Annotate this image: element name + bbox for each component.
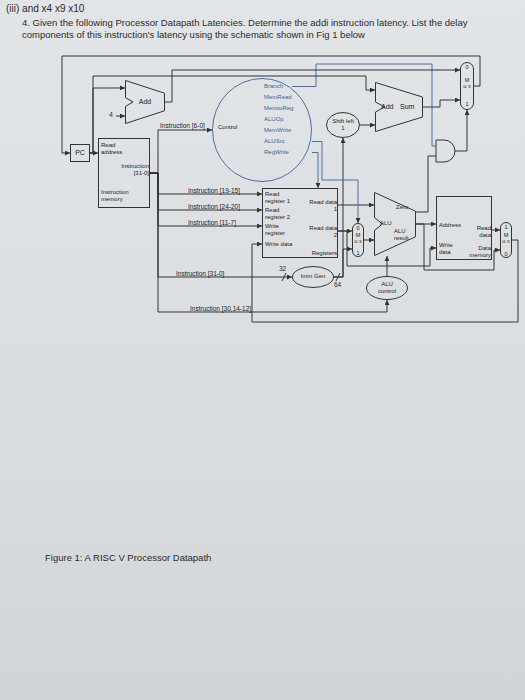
wire-label: Instruction [19-15]: [188, 187, 240, 194]
control-unit: Control BranchMemReadMemtoRegALUOpMemWrit…: [212, 78, 312, 182]
datapath-wire: [150, 173, 387, 312]
bus-width: 64: [334, 281, 348, 288]
alu-control: ALU control: [366, 276, 408, 300]
component-label: Write data: [265, 241, 293, 248]
datapath-wire: [165, 70, 460, 102]
data-memory: AddressRead dataWrite dataData memory: [436, 196, 492, 260]
shift-unit: Shift left 1: [326, 112, 360, 138]
immediate-generator-shape: [293, 267, 334, 288]
component-label: M u x: [502, 232, 510, 244]
component-label: MemWrite: [264, 127, 310, 134]
datapath-wire: [150, 173, 262, 194]
component-label: PC: [71, 149, 89, 156]
component-label: Data memory: [463, 245, 491, 259]
datapath-wire: [364, 240, 374, 241]
zero-wire: [416, 156, 436, 212]
wire-label: Instruction [6-0]: [160, 122, 205, 129]
branch-adder-shape: [376, 83, 423, 132]
component-label: Instruction memory: [101, 189, 141, 203]
program-counter: PC: [70, 144, 90, 162]
component-label: 0: [355, 225, 361, 231]
alu: ZeroALUALU result: [374, 192, 416, 256]
component-label: Zero: [396, 204, 414, 211]
datapath-wire: [312, 152, 318, 188]
multiplexer-shape: [353, 224, 364, 257]
alu-control-shape: [367, 277, 408, 300]
component-label: Control: [218, 124, 252, 131]
component-label: 1: [355, 250, 361, 256]
component-label: Add: [381, 103, 397, 110]
component-label: ALU control: [372, 281, 402, 295]
component-label: ALUSrc: [264, 138, 310, 145]
constant-value: 4: [109, 111, 119, 118]
multiplexer: 1 M u x 0: [500, 222, 512, 258]
multiplexer: 0 M u x 1: [460, 62, 474, 110]
datapath-wire: [252, 240, 518, 322]
component-label: Registers: [297, 250, 337, 257]
component-label: 0: [503, 251, 509, 257]
question-text: 4. Given the following Processor Datapat…: [22, 17, 512, 41]
alu-shape: [375, 193, 416, 256]
component-label: Read data 1: [307, 199, 337, 213]
multiplexer-shape: [501, 223, 512, 258]
component-label: Sum: [400, 103, 418, 110]
component-label: M u x: [463, 77, 471, 89]
datapath-wire: [360, 125, 375, 126]
component-label: 1: [464, 101, 470, 107]
component-label: Shift left 1: [330, 118, 356, 132]
register-file: Read register 1 Read register 2 Write regi…: [262, 188, 338, 258]
bus-width: 32: [279, 265, 293, 272]
datapath-wire: [492, 229, 500, 230]
control-unit-shape: [213, 79, 312, 182]
component-label: MemRead: [264, 94, 310, 101]
component-label: Read address: [101, 142, 129, 156]
component-label: 1: [503, 224, 509, 230]
component-label: Write data: [439, 242, 463, 256]
component-label: MemtoReg: [264, 105, 310, 112]
component-label: Write register: [265, 223, 297, 237]
datapath-wire: [416, 224, 500, 270]
shift-unit-shape: [327, 113, 360, 138]
and-gate: [436, 140, 455, 162]
component-label: Read data: [467, 225, 491, 239]
component-label: Read register 1: [265, 191, 297, 205]
branch-adder: AddSum: [375, 82, 423, 132]
adder: Add: [125, 80, 165, 124]
component-label: ALUOp: [264, 116, 310, 123]
multiplexer-shape: [461, 63, 474, 110]
component-label: Imm Gen: [298, 273, 328, 280]
component-label: Add: [133, 98, 157, 105]
datapath-wire: [90, 76, 375, 153]
component-label: Branch: [264, 83, 310, 90]
component-label: Read register 2: [265, 207, 297, 221]
adder-shape: [126, 81, 165, 124]
wire-label: Instruction [30,14-12]: [190, 305, 251, 312]
component-label: Instruction [31-0]: [117, 163, 149, 177]
component-label: M u x: [354, 232, 362, 244]
immediate-generator: Imm Gen: [292, 266, 334, 288]
component-label: ALU result: [394, 228, 415, 242]
pcsrc-wire: [455, 110, 467, 151]
figure-caption: Figure 1: A RISC V Processor Datapath: [45, 552, 445, 564]
multiplexer: 0M u x 1: [352, 223, 364, 257]
datapath-wire: [386, 256, 387, 276]
component-label: RegWrite: [264, 149, 310, 156]
header-note: (iii) and x4 x9 x10: [6, 3, 306, 15]
datapath-wire: [150, 130, 212, 173]
wire-label: Instruction [11-7]: [188, 219, 236, 226]
component-label: Address: [439, 222, 465, 229]
instruction-memory: Read addressInstruction [31-0] Instructio…: [98, 138, 150, 208]
component-label: ALU: [380, 220, 394, 227]
component-label: Read data 2: [307, 225, 337, 239]
component-label: 0: [464, 64, 470, 70]
constant-input-wire: [116, 116, 125, 117]
wire-label: Instruction [24-20]: [188, 203, 240, 210]
datapath-wire: [150, 173, 262, 226]
wire-label: Instruction [31-0]: [176, 270, 224, 277]
datapath-wire: [423, 100, 460, 107]
